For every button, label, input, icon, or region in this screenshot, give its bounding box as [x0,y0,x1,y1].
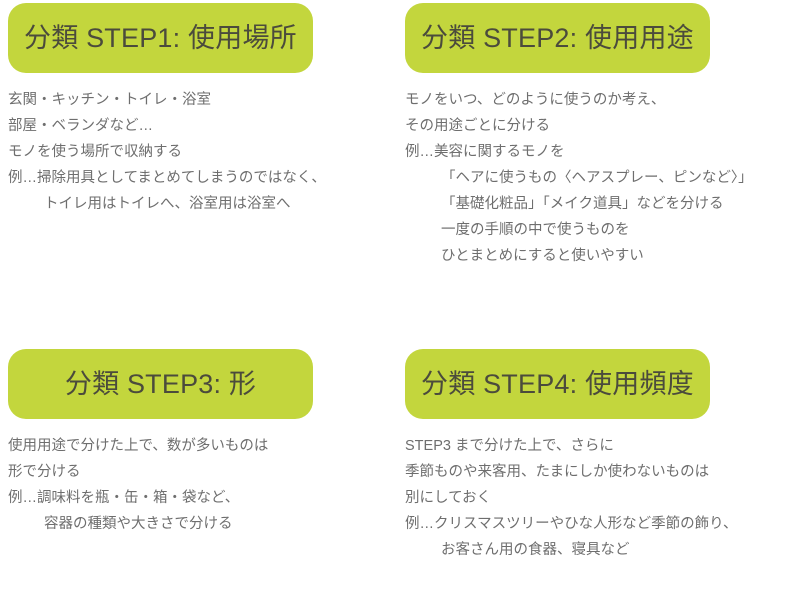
step1-body: 玄関・キッチン・トイレ・浴室 部屋・ベランダなど… モノを使う場所で収納する 例… [8,87,408,217]
step3-line-3: 例…調味料を瓶・缶・箱・袋など、 [8,490,240,506]
step1-line-5: トイレ用はトイレへ、浴室用は浴室へ [44,196,291,212]
step3-line-4: 容器の種類や大きさで分ける [44,516,233,532]
step3-line-1: 使用用途で分けた上で、数が多いものは [8,438,269,454]
step1-line-4: 例…掃除用具としてまとめてしまうのではなく、 [8,170,326,186]
step-card-step2: 分類 STEP2: 使用用途 モノをいつ、どのように使うのか考え、 その用途ごと… [405,3,800,269]
step4-line-2: 季節ものや来客用、たまにしか使わないものは [405,464,710,480]
step2-title-pill: 分類 STEP2: 使用用途 [405,3,710,73]
step-card-step3: 分類 STEP3: 形 使用用途で分けた上で、数が多いものは 形で分ける 例…調… [8,349,408,537]
step2-title: 分類 STEP2: 使用用途 [421,22,694,53]
step3-title-pill: 分類 STEP3: 形 [8,349,313,419]
step4-body: STEP3 まで分けた上で、さらに 季節ものや来客用、たまにしか使わないものは … [405,433,800,563]
step1-title: 分類 STEP1: 使用場所 [24,22,297,53]
step4-line-4: 例…クリスマスツリーやひな人形など季節の飾り、 [405,516,738,532]
step1-line-2: 部屋・ベランダなど… [8,118,153,134]
step2-line-4: 「ヘアに使うもの〈ヘアスプレー、ピンなど〉」 [441,170,753,186]
step-card-step4: 分類 STEP4: 使用頻度 STEP3 まで分けた上で、さらに 季節ものや来客… [405,349,800,563]
step3-line-2: 形で分ける [8,464,81,480]
step3-body: 使用用途で分けた上で、数が多いものは 形で分ける 例…調味料を瓶・缶・箱・袋など… [8,433,408,537]
step2-line-5: 「基礎化粧品」「メイク道具」などを分ける [441,196,724,212]
step2-line-1: モノをいつ、どのように使うのか考え、 [405,92,666,108]
step1-line-3: モノを使う場所で収納する [8,144,182,160]
step2-line-2: その用途ごとに分ける [405,118,550,134]
step3-title: 分類 STEP3: 形 [64,368,257,399]
step2-line-3: 例…美容に関するモノを [405,144,565,160]
step4-title-pill: 分類 STEP4: 使用頻度 [405,349,710,419]
step2-line-6: 一度の手順の中で使うものを [441,222,630,238]
step4-line-3: 別にしておく [405,490,492,506]
step2-line-7: ひとまとめにすると使いやすい [441,248,644,264]
step2-body: モノをいつ、どのように使うのか考え、 その用途ごとに分ける 例…美容に関するモノ… [405,87,800,269]
step4-line-5: お客さん用の食器、寝具など [441,542,630,558]
step4-title: 分類 STEP4: 使用頻度 [421,368,694,399]
step1-title-pill: 分類 STEP1: 使用場所 [8,3,313,73]
step1-line-1: 玄関・キッチン・トイレ・浴室 [8,92,211,108]
step-card-step1: 分類 STEP1: 使用場所 玄関・キッチン・トイレ・浴室 部屋・ベランダなど…… [8,3,408,217]
step4-line-1: STEP3 まで分けた上で、さらに [405,438,614,454]
